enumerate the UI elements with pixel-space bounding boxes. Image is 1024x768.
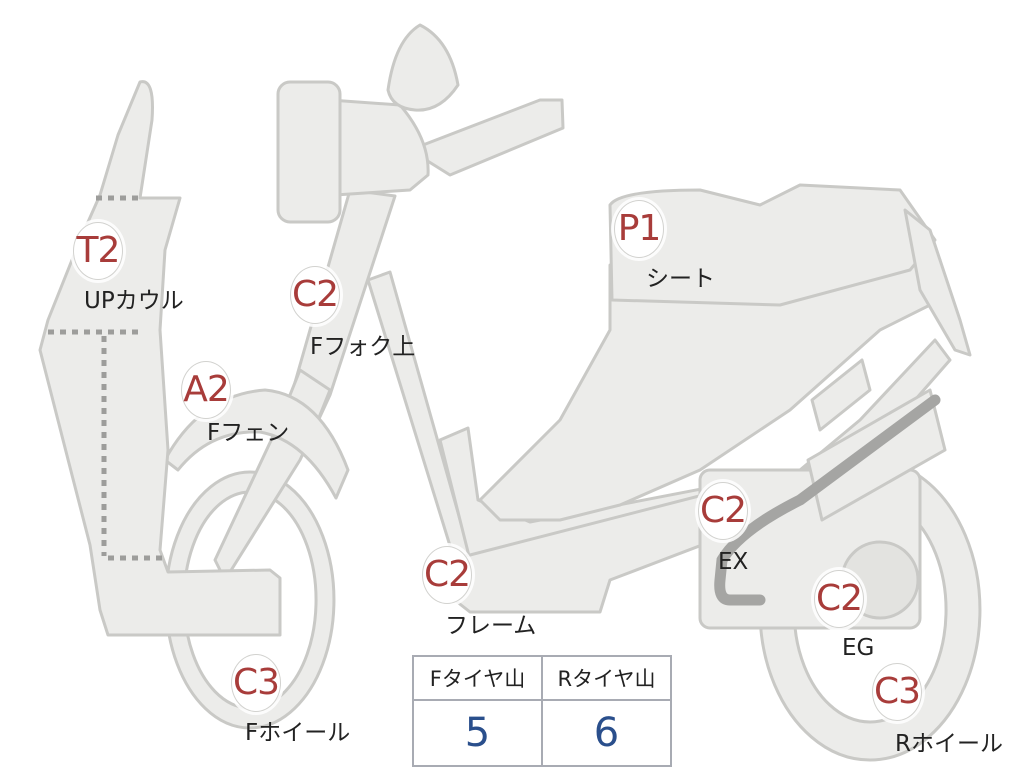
exhaust-label: EX <box>718 549 749 575</box>
up-cowl-label: UPカウル <box>84 288 184 314</box>
f-wheel-label: Fホイール <box>245 720 351 746</box>
f-fender-grade-badge: A2 <box>181 361 231 419</box>
rear-tread-header: Rタイヤ山 <box>541 655 672 701</box>
frame-label: フレーム <box>445 613 537 639</box>
front-tread-value: 5 <box>412 699 543 767</box>
f-fork-upper-label: Fフォク上 <box>310 334 416 360</box>
r-wheel-grade-badge: C3 <box>872 663 922 721</box>
tire-tread-table: Fタイヤ山 Rタイヤ山 5 6 <box>412 655 672 767</box>
front-tread-header: Fタイヤ山 <box>412 655 543 701</box>
rear-tread-value: 6 <box>541 699 672 767</box>
engine-label: EG <box>842 635 875 661</box>
body-panel <box>478 183 972 522</box>
exhaust-pipe <box>714 394 941 606</box>
f-wheel-grade-badge: C3 <box>231 654 281 712</box>
engine-grade-badge: C2 <box>814 570 864 628</box>
front-cowl <box>38 80 282 637</box>
frame-grade-badge: C2 <box>422 546 472 604</box>
f-fork-upper-grade-badge: C2 <box>290 266 340 324</box>
seat-label: シート <box>646 266 715 292</box>
handlebar <box>276 23 565 224</box>
up-cowl-grade-badge: T2 <box>73 222 123 280</box>
f-fender-label: Fフェン <box>207 420 290 446</box>
seat-grade-badge: P1 <box>614 200 664 258</box>
exhaust-grade-badge: C2 <box>698 482 748 540</box>
r-wheel-label: Rホイール <box>895 731 1003 757</box>
